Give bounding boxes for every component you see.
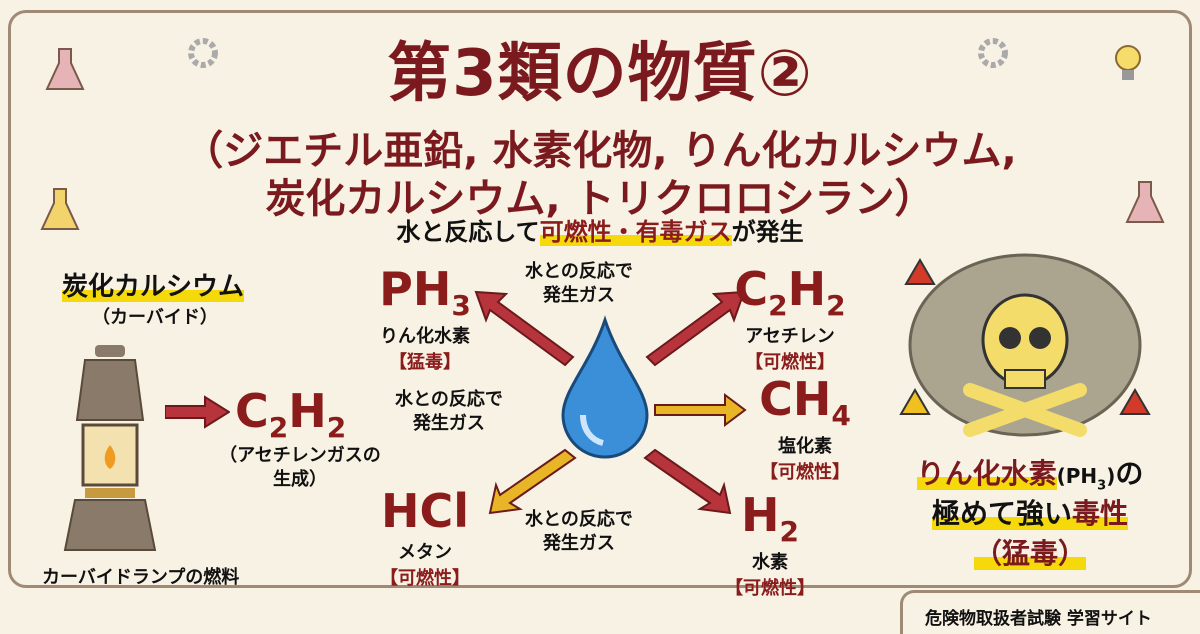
gear-icon xyxy=(978,38,1008,68)
lead-suffix: が発生 xyxy=(731,218,804,246)
acetylene-formula-left: C2H2 xyxy=(235,384,347,445)
reaction-label-line: 水との反応で xyxy=(395,389,503,410)
gas-phosphine: PH3 りん化水素 【猛毒】 xyxy=(355,262,495,374)
lamp-caption: カーバイドランプの燃料 xyxy=(42,567,240,588)
acetylene-note-2: 生成） xyxy=(273,469,327,490)
acetylene-note-1: （アセチレンガスの xyxy=(219,445,381,466)
reaction-label-line: 水との反応で xyxy=(525,261,633,282)
gas-name: アセチレン xyxy=(745,326,835,348)
acetylene-note: （アセチレンガスの生成） xyxy=(200,444,400,492)
reaction-label-line: 発生ガス xyxy=(412,413,485,434)
lead-text: 水と反応して可燃性・有毒ガスが発生 xyxy=(0,212,1200,247)
gas-name: メタン xyxy=(398,542,452,563)
reaction-label-line: 発生ガス xyxy=(542,533,615,554)
calcium-carbide-label: 炭化カルシウム xyxy=(62,272,245,302)
carbide-lamp-icon xyxy=(63,345,157,551)
gas-acetylene: C2H2 アセチレン 【可燃性】 xyxy=(720,262,860,374)
page-title: 第3類の物質② xyxy=(387,37,813,111)
phosphine-toxicity-line-1: りん化水素(PH3)の xyxy=(916,457,1144,494)
subtitle-line-1: （ジエチル亜鉛, 水素化物, りん化カルシウム, xyxy=(183,128,1017,174)
lead-highlight: 可燃性・有毒ガス xyxy=(539,218,732,246)
phosphine-toxicity-line-2: 極めて強い毒性 xyxy=(931,497,1129,530)
subtitle-line-2: 炭化カルシウム, トリクロロシラン） xyxy=(265,176,935,222)
gas-tag: 【可燃性】 xyxy=(725,578,815,600)
reaction-arrows xyxy=(474,290,747,515)
calcium-carbide-heading: 炭化カルシウム xyxy=(62,266,245,303)
reaction-label-line: 水との反応で xyxy=(525,509,633,530)
gas-name: 塩化素 xyxy=(778,436,832,458)
water-drop-icon xyxy=(561,315,649,459)
gas-hcl: HCl メタン 【可燃性】 xyxy=(360,484,490,590)
reaction-label-top: 水との反応で発生ガス xyxy=(525,260,633,308)
flask-icon xyxy=(1125,181,1165,223)
gas-tag: 【猛毒】 xyxy=(389,352,461,374)
toxic-cloud-skull-icon xyxy=(899,253,1151,437)
carbide-alias: （カーバイド） xyxy=(92,307,218,328)
phosphine-toxicity-line-3: （猛毒） xyxy=(973,537,1086,570)
flask-icon xyxy=(40,188,80,230)
reaction-label-left: 水との反応で発生ガス xyxy=(395,388,503,436)
gas-tag: 【可燃性】 xyxy=(760,462,850,484)
lightbulb-icon xyxy=(1115,45,1141,80)
gas-tag: 【可燃性】 xyxy=(745,352,835,374)
gas-tag: 【可燃性】 xyxy=(380,568,470,589)
footer-site-name: 危険物取扱者試験 学習サイト xyxy=(925,609,1152,629)
right-arrow-icon xyxy=(165,395,230,429)
reaction-label-bottom: 水との反応で発生ガス xyxy=(525,508,633,556)
gas-hydrogen: H2 水素 【可燃性】 xyxy=(710,488,830,600)
lead-prefix: 水と反応して xyxy=(396,218,540,246)
frame-border xyxy=(8,10,1192,588)
gas-methane: CH4 塩化素 【可燃性】 xyxy=(740,372,870,484)
reaction-label-line: 発生ガス xyxy=(542,285,615,306)
gas-name: 水素 xyxy=(752,552,788,574)
footer-tab xyxy=(900,590,1200,634)
gas-name: りん化水素 xyxy=(380,326,470,348)
flask-icon xyxy=(45,48,85,90)
gear-icon xyxy=(188,38,218,68)
